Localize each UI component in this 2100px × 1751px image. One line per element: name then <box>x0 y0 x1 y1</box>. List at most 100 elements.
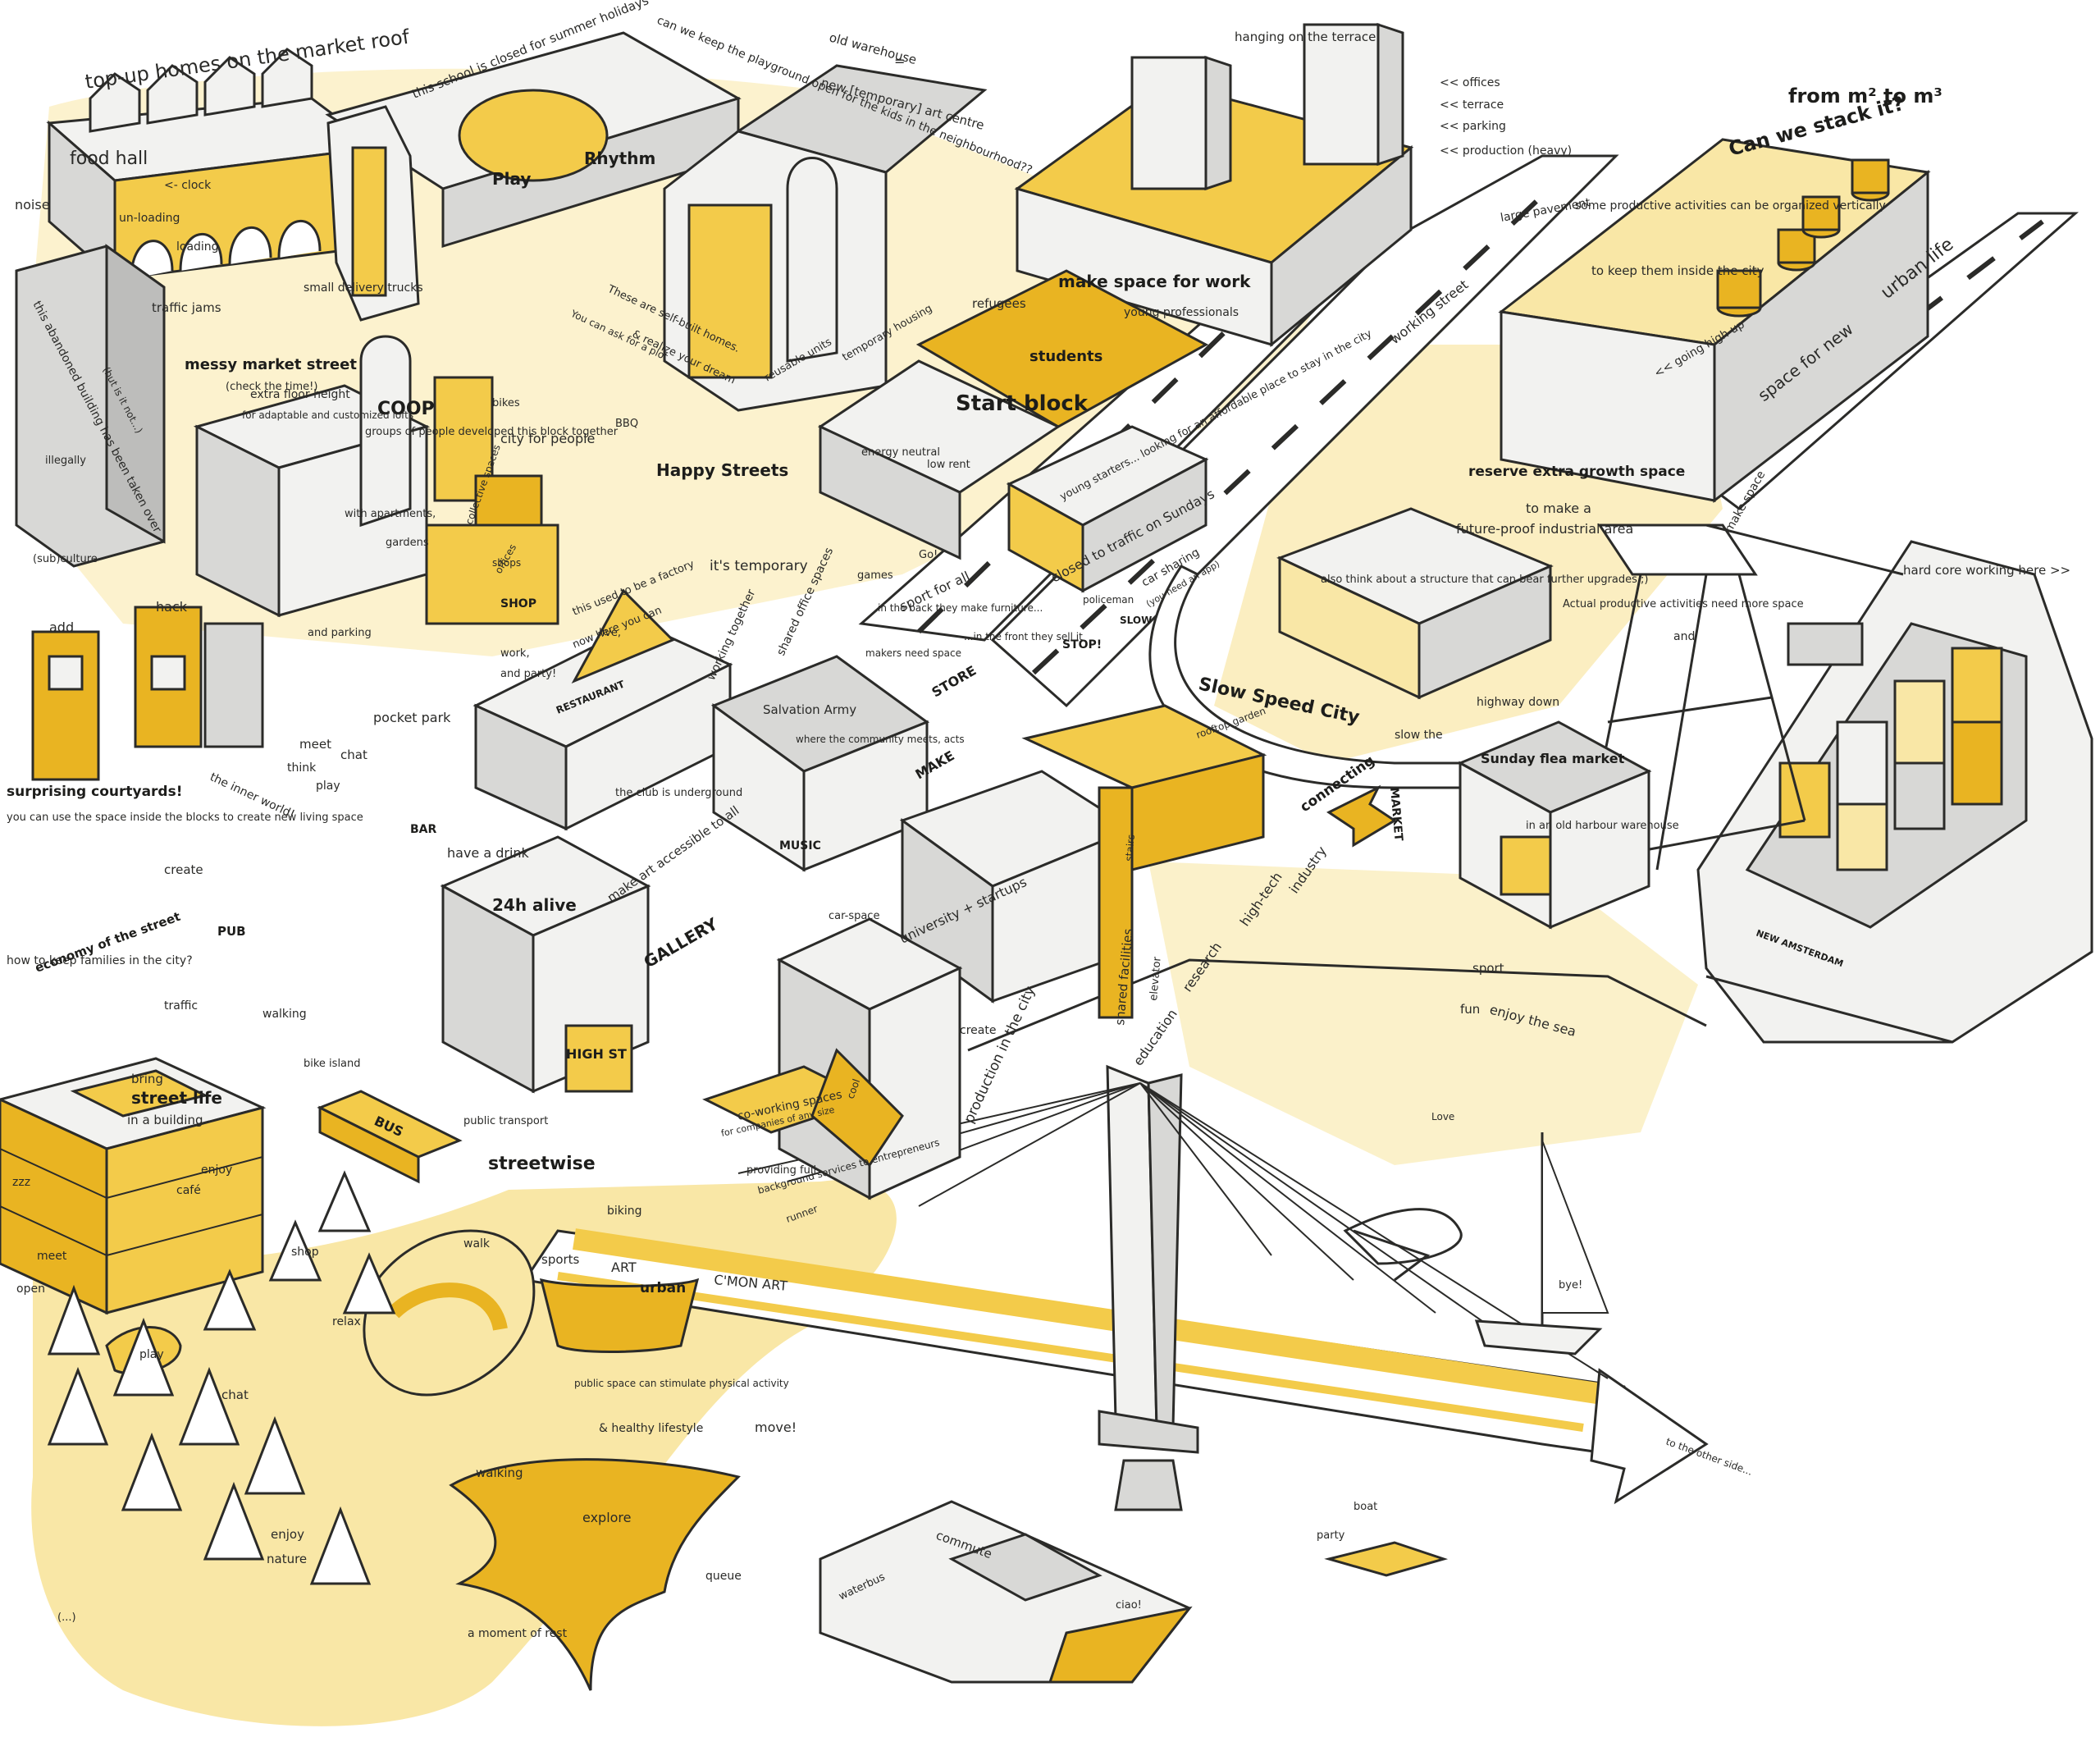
label-play-park: play <box>139 1348 164 1361</box>
label-art: ART <box>611 1260 637 1275</box>
label-live: live, <box>599 627 621 639</box>
coop-block <box>193 335 559 625</box>
label-surprising-courtyards: surprising courtyards! <box>7 784 182 800</box>
label-terrace: << terrace <box>1440 98 1504 112</box>
label-gallery: GALLERY <box>641 913 722 972</box>
label-boat: boat <box>1354 1501 1377 1513</box>
label-adaptable-lofts: for adaptable and customized lofts <box>242 409 413 421</box>
label-go: Go! <box>919 549 938 561</box>
office-towers-parking <box>1014 22 1414 348</box>
label-walk: walk <box>463 1237 491 1250</box>
label-in-front-sell: ...in the front they sell it <box>964 631 1083 642</box>
label-refugees: refugees <box>972 296 1026 311</box>
label-and-party: and party! <box>500 668 556 680</box>
label-its-temporary: it's temporary <box>710 558 808 574</box>
label-unloading: un-loading <box>119 212 180 225</box>
label-chat: chat <box>221 1388 249 1402</box>
label-extra-floor-height: extra floor height <box>250 388 350 401</box>
label-work: work, <box>500 647 530 660</box>
label-queue: queue <box>705 1570 742 1583</box>
label-subculture: (sub)culture <box>33 553 98 565</box>
label-gardens: gardens <box>386 537 429 549</box>
label-urban: urban <box>640 1280 686 1296</box>
label-chat-small: chat <box>340 747 368 762</box>
label-elevator: elevator <box>1148 956 1164 1001</box>
label-to-make-a: to make a <box>1526 501 1591 516</box>
label-production-heavy: << production (heavy) <box>1440 144 1572 158</box>
label-enjoy: enjoy <box>271 1527 304 1542</box>
label-meet: meet <box>299 737 331 752</box>
label-make-furniture: in the back they make furniture... <box>878 602 1043 614</box>
label-party: party <box>1317 1529 1345 1542</box>
production-coworking-block <box>702 917 963 1200</box>
label-walking-small: walking <box>262 1008 307 1021</box>
label-relax: relax <box>332 1315 361 1328</box>
label-illegally: illegally <box>45 455 86 467</box>
label-sunday-flea: Sunday flea market <box>1481 751 1625 766</box>
label-rhythm: Rhythm <box>584 149 655 168</box>
label-stop: STOP! <box>1062 638 1102 651</box>
label-how-keep-families: how to keep families in the city? <box>7 954 193 967</box>
label-future-proof: future-proof industrial area <box>1456 521 1633 537</box>
label-reserve-growth: reserve extra growth space <box>1468 464 1685 480</box>
waterbus <box>819 1500 1193 1684</box>
label-meet-small: meet <box>37 1250 67 1263</box>
label-store: STORE <box>929 662 979 700</box>
label-have-a-drink: have a drink <box>447 845 530 861</box>
market-hall-block <box>46 48 381 282</box>
label-and: and <box>1673 630 1695 643</box>
label-pub: PUB <box>217 924 246 939</box>
label-policeman: policeman <box>1083 594 1134 606</box>
label-high-st: HIGH ST <box>566 1046 627 1062</box>
label-students: students <box>1029 348 1102 365</box>
label-community-meets: where the community meets, acts <box>796 734 965 745</box>
label-offices: << offices <box>1440 76 1500 89</box>
label-play-small: play <box>316 779 340 793</box>
label-healthy-lifestyle: & healthy lifestyle <box>599 1422 703 1435</box>
label-open: open <box>16 1282 45 1296</box>
gallery-24h-block <box>440 835 651 1094</box>
label-bar: BAR <box>410 823 437 836</box>
label-shop: SHOP <box>500 597 536 610</box>
family-courtyard-block <box>0 1057 267 1315</box>
label-bikes: bikes <box>492 397 520 409</box>
label-low-rent: low rent <box>927 459 970 471</box>
label-start-block: Start block <box>956 391 1089 416</box>
label-explore: explore <box>582 1510 632 1525</box>
label-sport: sport <box>1472 961 1504 976</box>
label-in-a-building: in a building <box>127 1113 203 1127</box>
label-city-for-people: city for people <box>500 431 595 446</box>
label-fun: fun <box>1460 1002 1480 1017</box>
label-think: think <box>287 761 317 775</box>
label-vertically-organized: some productive activities can be organi… <box>1575 199 1886 213</box>
label-enjoy-small: enjoy <box>201 1164 232 1177</box>
label-club-underground: the club is underground <box>615 787 742 799</box>
label-traffic-jams: traffic jams <box>152 300 221 315</box>
salvation-army-block <box>710 655 930 872</box>
label-create: create <box>164 862 203 877</box>
label-street-life: street life <box>131 1088 222 1108</box>
label-old-harbour: in an old harbour warehouse <box>1526 820 1679 832</box>
label-parking: << parking <box>1440 120 1506 133</box>
label-hard-core-working: hard core working here >> <box>1903 563 2070 578</box>
bus <box>317 1090 463 1184</box>
flea-market-warehouse <box>1457 720 1652 930</box>
label-keep-inside-city: to keep them inside the city <box>1591 263 1764 278</box>
label-hack: hack <box>156 599 188 615</box>
label-messy-market-street: messy market street <box>185 356 357 373</box>
container-ship <box>1696 540 2093 1044</box>
harbour-water <box>967 958 1707 1282</box>
connecting-arrow <box>1326 784 1397 848</box>
label-and-parking: and parking <box>308 627 372 639</box>
label-providing-full: providing full <box>746 1164 816 1177</box>
school-block <box>325 31 742 322</box>
label-clock: <- clock <box>164 179 212 192</box>
label-energy-neutral: energy neutral <box>861 446 940 459</box>
label-nature: nature <box>267 1552 307 1566</box>
label-production-city: production in the city <box>961 984 1039 1126</box>
label-food-hall: food hall <box>70 149 148 169</box>
label-stairs: stairs <box>1123 834 1137 862</box>
label-highway-down: highway down <box>1477 696 1559 709</box>
label-noise: noise <box>15 197 50 213</box>
